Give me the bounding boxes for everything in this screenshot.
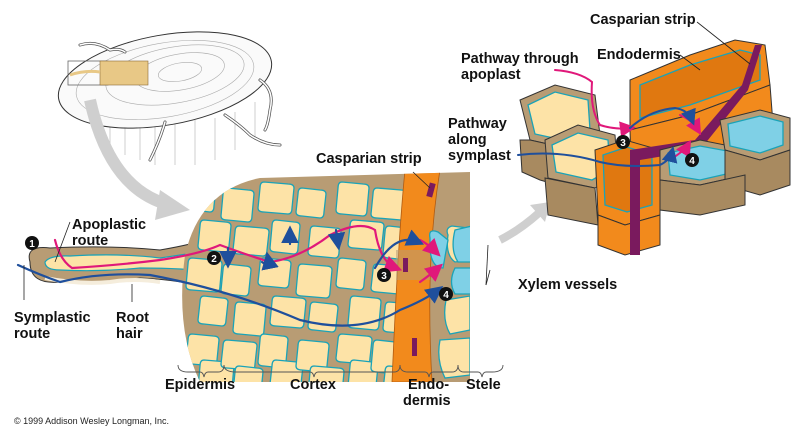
cortex-cell: [220, 263, 252, 297]
step-4: 4: [439, 287, 453, 301]
label-endodermis-3d: Endodermis: [597, 47, 681, 63]
3d-inset: [517, 39, 791, 256]
svg-text:2: 2: [211, 254, 217, 265]
cortex-cell: [232, 365, 264, 382]
leader-lines: [23, 21, 751, 302]
svg-text:4: 4: [689, 156, 695, 167]
step-3-inset: 3: [616, 135, 630, 149]
root-cell-pattern: [75, 40, 255, 120]
cortex-cell: [295, 263, 333, 299]
label-pathway-symplast-3: symplast: [448, 148, 511, 164]
cortex-cell: [307, 365, 345, 382]
cortex-cell: [257, 181, 295, 215]
label-apoplastic-route-1: Apoplastic: [72, 217, 146, 233]
label-casparian-strip-3d: Casparian strip: [590, 12, 696, 28]
label-pathway-apoplast-2: apoplast: [461, 67, 521, 83]
apoplastic-route-line: [53, 224, 403, 273]
svg-text:4: 4: [443, 290, 449, 301]
label-symplastic-route-1: Symplastic: [14, 310, 91, 326]
routes: [16, 224, 444, 327]
3d-symplast-path: [517, 146, 678, 167]
cortex-cell: [220, 187, 255, 223]
label-casparian-strip: Casparian strip: [316, 151, 422, 167]
svg-text:1: 1: [29, 239, 35, 250]
label-stele: Stele: [466, 377, 501, 393]
3d-apoplast-path: [554, 69, 636, 138]
cortex-cell: [307, 301, 339, 333]
label-symplastic-route-2: route: [14, 326, 50, 342]
casparian-strips: [403, 182, 436, 356]
label-epidermis: Epidermis: [165, 377, 235, 393]
cortex-cell: [335, 257, 367, 291]
label-endodermis-1: Endo-: [408, 377, 449, 393]
root-cross-section-overview: [57, 31, 282, 165]
cortex-cell: [269, 219, 301, 255]
zoom-region-highlight: [99, 60, 149, 86]
label-pathway-apoplast-1: Pathway through: [461, 51, 579, 67]
label-endodermis-2: dermis: [403, 393, 451, 409]
cortex-cell: [347, 219, 385, 251]
step-3: 3: [377, 268, 391, 282]
symplastic-route-line: [16, 263, 444, 327]
copyright-notice: © 1999 Addison Wesley Longman, Inc.: [14, 416, 169, 426]
step-1: 1: [25, 236, 39, 250]
step-4-inset: 4: [685, 153, 699, 167]
label-root-hair-2: hair: [116, 326, 143, 342]
tissue-block: [182, 172, 470, 382]
region-braces: [177, 364, 504, 378]
cortex-cell: [197, 295, 229, 327]
3d-stele-cells: [659, 109, 791, 216]
step-markers: 1 2 3 4 3 4: [25, 135, 699, 301]
root-disc: [57, 31, 273, 129]
label-pathway-symplast-2: along: [448, 132, 487, 148]
svg-text:3: 3: [620, 138, 626, 149]
svg-text:3: 3: [381, 271, 387, 282]
label-pathway-symplast-1: Pathway: [448, 116, 507, 132]
labels: Apoplastic route Symplastic route Root h…: [14, 12, 696, 426]
label-root-hair-1: Root: [116, 310, 149, 326]
zoom-arrow-right: [498, 209, 543, 244]
label-apoplastic-route-2: route: [72, 233, 108, 249]
cortex-cell: [335, 181, 370, 217]
cortex-cell: [185, 181, 217, 213]
label-xylem-vessels: Xylem vessels: [518, 277, 617, 293]
label-cortex: Cortex: [290, 377, 336, 393]
step-2: 2: [207, 251, 221, 265]
xylem-cells: [429, 225, 470, 295]
cortex-cell: [232, 301, 267, 337]
zoom-arrow-left: [84, 98, 172, 211]
cortex-cell: [269, 295, 307, 329]
cortex-cell: [295, 187, 327, 219]
